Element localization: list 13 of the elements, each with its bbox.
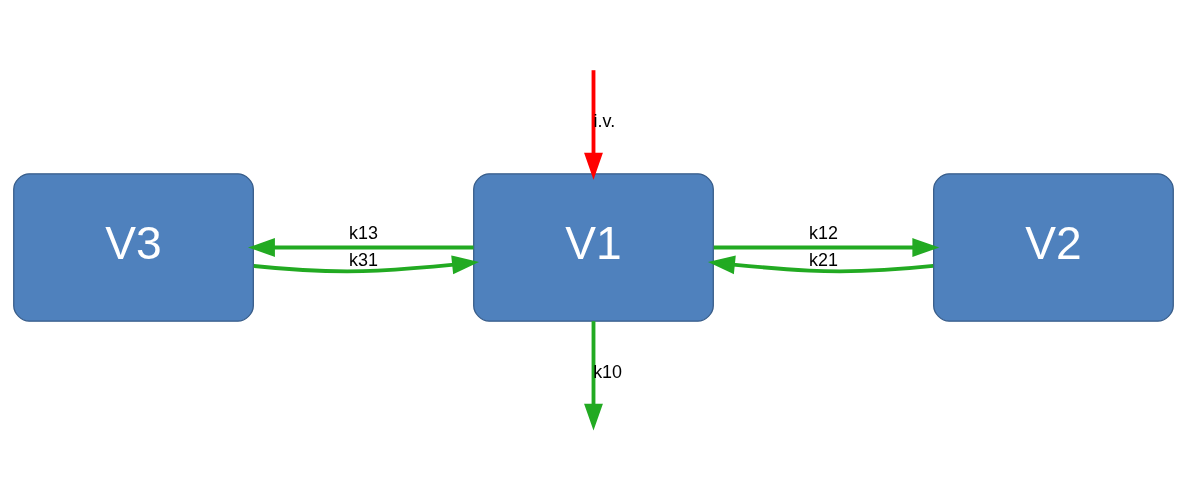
arrow — [708, 255, 934, 275]
edge-label: k31 — [349, 249, 378, 270]
arrow — [584, 70, 603, 180]
arrow — [253, 255, 479, 275]
arrow — [247, 238, 474, 257]
arrow — [713, 238, 940, 257]
node-box: V2 — [933, 173, 1174, 322]
arrow — [584, 321, 603, 431]
edge-label: k13 — [349, 222, 378, 243]
edge-label: k12 — [809, 222, 838, 243]
edge-label: k21 — [809, 249, 838, 270]
node-box: V1 — [473, 173, 714, 322]
node-box: V3 — [13, 173, 254, 322]
